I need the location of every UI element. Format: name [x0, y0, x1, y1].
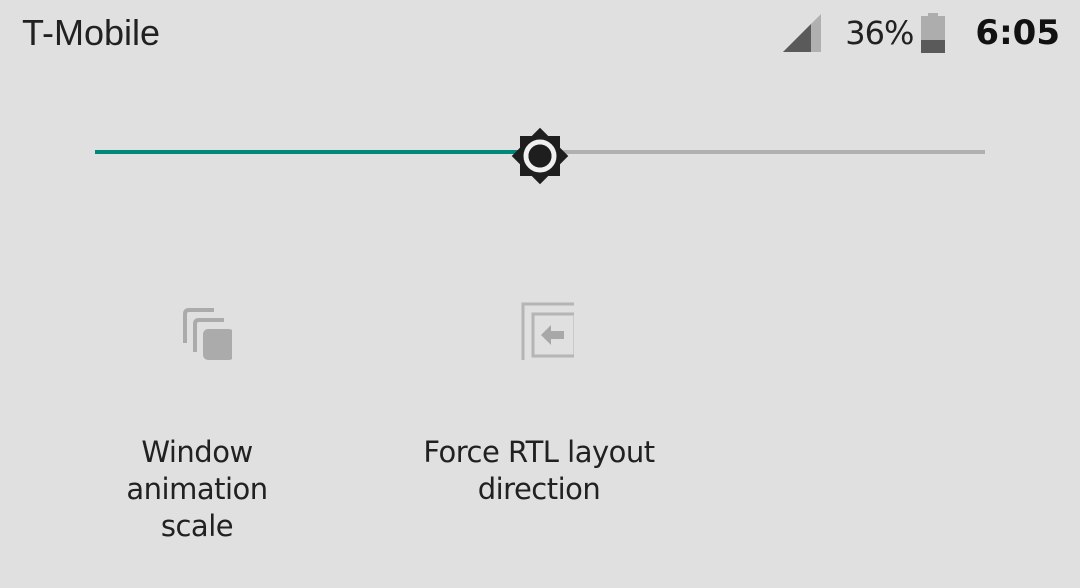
- brightness-icon[interactable]: [505, 121, 575, 191]
- battery-icon: [921, 13, 946, 53]
- carrier-name: T-Mobile: [22, 12, 161, 53]
- status-icons: 36% 6:05: [783, 10, 1060, 56]
- force-rtl-icon: [521, 302, 574, 360]
- window-animation-icon: [183, 308, 232, 360]
- tile-label: Window animation scale: [126, 435, 268, 543]
- battery-percent: 36%: [845, 14, 914, 52]
- brightness-slider[interactable]: [95, 127, 985, 185]
- tile-window-animation-scale[interactable]: Window animation scale: [67, 290, 327, 545]
- cell-signal-icon: [783, 14, 822, 52]
- slider-fill: [95, 150, 540, 154]
- tile-label: Force RTL layout direction: [423, 435, 655, 506]
- tile-force-rtl[interactable]: Force RTL layout direction: [409, 290, 669, 508]
- clock: 6:05: [975, 13, 1060, 53]
